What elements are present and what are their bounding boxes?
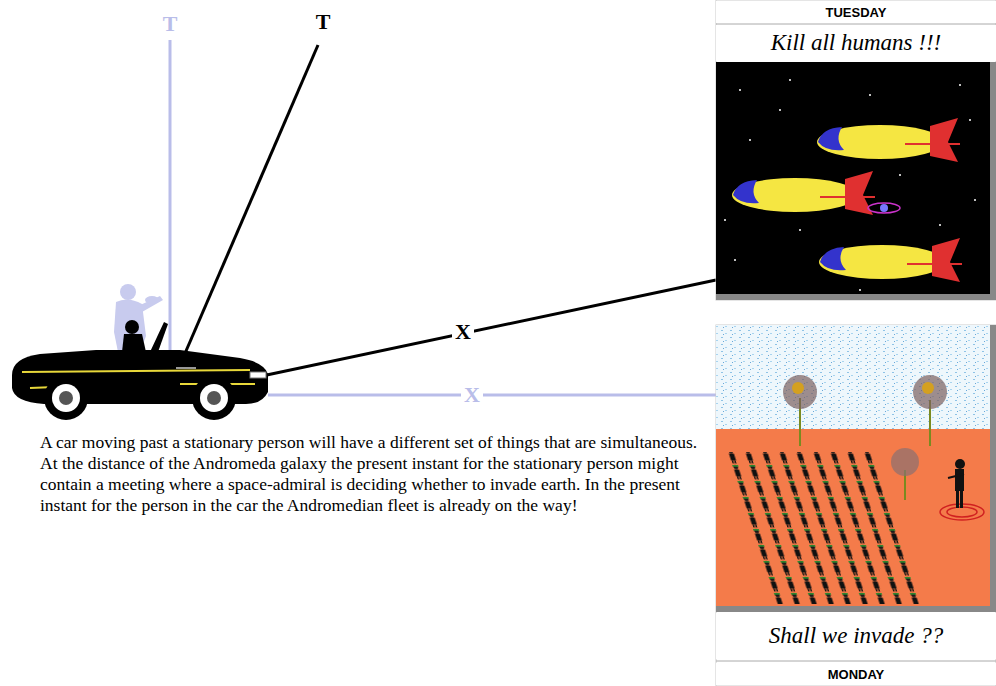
day-heading: TUESDAY — [716, 1, 996, 23]
day-heading: MONDAY — [716, 663, 996, 685]
caption-text: A car moving past a stationary person wi… — [40, 432, 700, 516]
axis-line — [183, 45, 318, 358]
monday-panel-art — [716, 325, 996, 686]
tuesday-panel-art — [716, 0, 996, 300]
axis-line — [262, 280, 716, 376]
axis-label: T — [313, 10, 334, 34]
axis-label: X — [452, 320, 474, 344]
axis-line — [169, 40, 172, 362]
day-panel: Shall we invade ?? MONDAY — [716, 325, 996, 686]
panel-caption: Shall we invade ?? — [716, 613, 996, 659]
panel-caption: Kill all humans !!! — [716, 25, 996, 61]
car-drawing — [12, 320, 268, 420]
axis-label: T — [160, 12, 181, 36]
day-panel: TUESDAYKill all humans !!! — [716, 0, 996, 300]
axis-label: X — [461, 383, 483, 407]
axis-line — [268, 394, 716, 397]
